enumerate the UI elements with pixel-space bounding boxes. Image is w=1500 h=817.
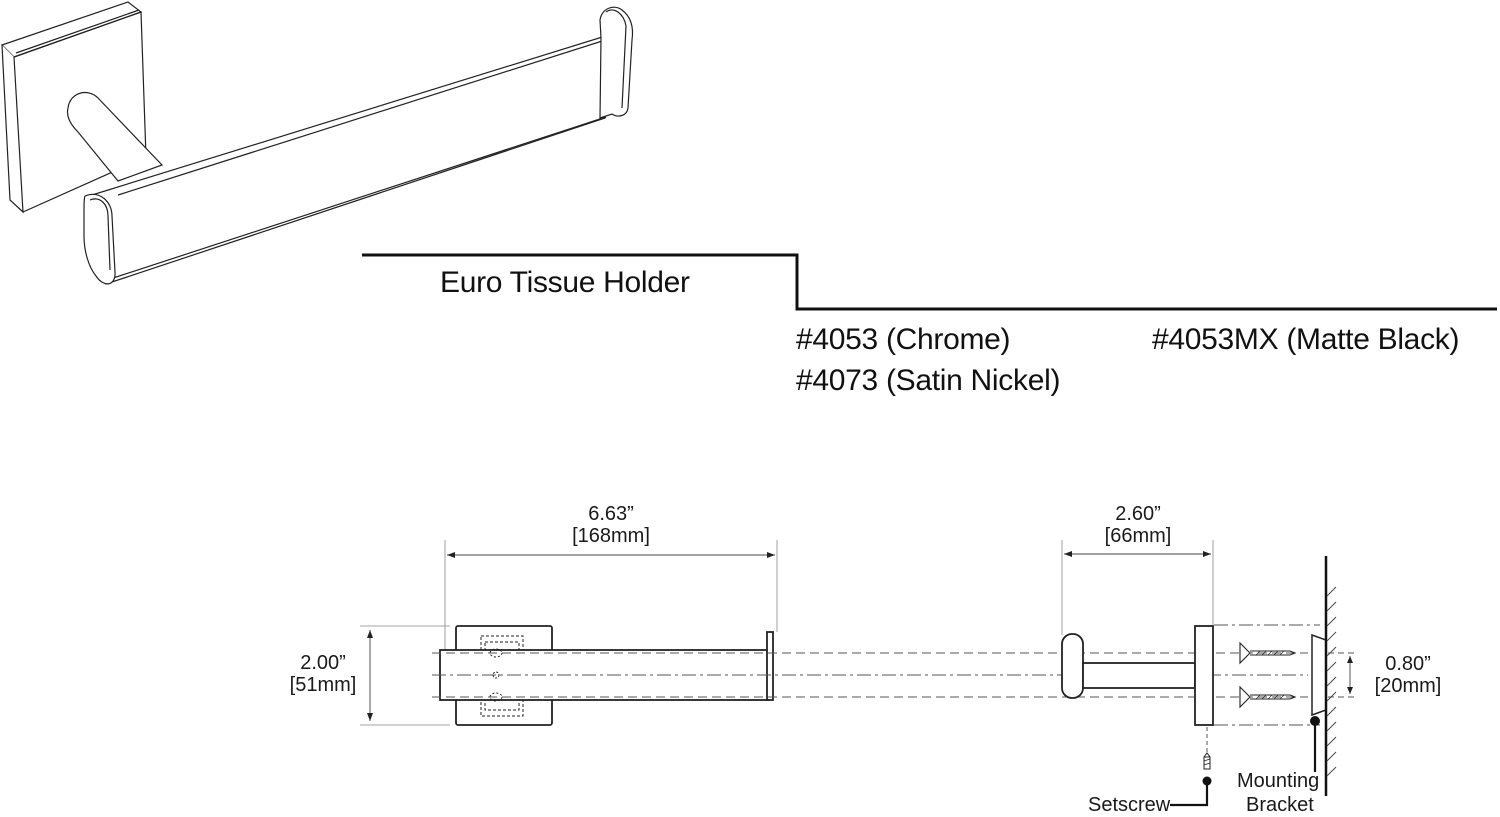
dimension-length-mm: [168mm]: [572, 525, 650, 547]
setscrew-label: Setscrew: [1088, 794, 1171, 816]
wall-screw-icon: [1239, 641, 1297, 665]
wall-hatch: [1326, 586, 1337, 777]
dimension-height: 2.00” [51mm]: [280, 652, 366, 696]
product-title: Euro Tissue Holder: [440, 266, 690, 299]
mounting-bracket-label-line1: Mounting: [1237, 770, 1320, 792]
sku-chrome: #4053 (Chrome): [796, 323, 1011, 356]
center-lines: [432, 624, 1355, 726]
isometric-product-illustration: [0, 1, 634, 285]
title-divider-line: [362, 253, 1497, 311]
side-view-drawing: [1061, 540, 1353, 807]
mounting-bracket-label-line2: Bracket: [1246, 794, 1314, 816]
dimension-projection: 2.60” [66mm]: [1094, 503, 1182, 547]
dimension-bracket-spacing-inches: 0.80”: [1385, 653, 1431, 675]
dimension-projection-inches: 2.60”: [1115, 503, 1161, 525]
dimension-projection-mm: [66mm]: [1104, 525, 1172, 547]
dimension-length-inches: 6.63”: [588, 503, 634, 525]
dimension-height-mm: [51mm]: [289, 674, 357, 696]
wall-screw-icon: [1239, 685, 1297, 709]
dimension-length: 6.63” [168mm]: [560, 503, 662, 547]
dimension-height-inches: 2.00”: [300, 652, 346, 674]
sku-satin-nickel: #4073 (Satin Nickel): [796, 364, 1061, 397]
front-view-drawing: [360, 540, 778, 726]
dimension-bracket-spacing-mm: [20mm]: [1374, 675, 1442, 697]
dimension-bracket-spacing: 0.80” [20mm]: [1362, 653, 1454, 697]
sku-matte-black: #4053MX (Matte Black): [1152, 323, 1460, 356]
